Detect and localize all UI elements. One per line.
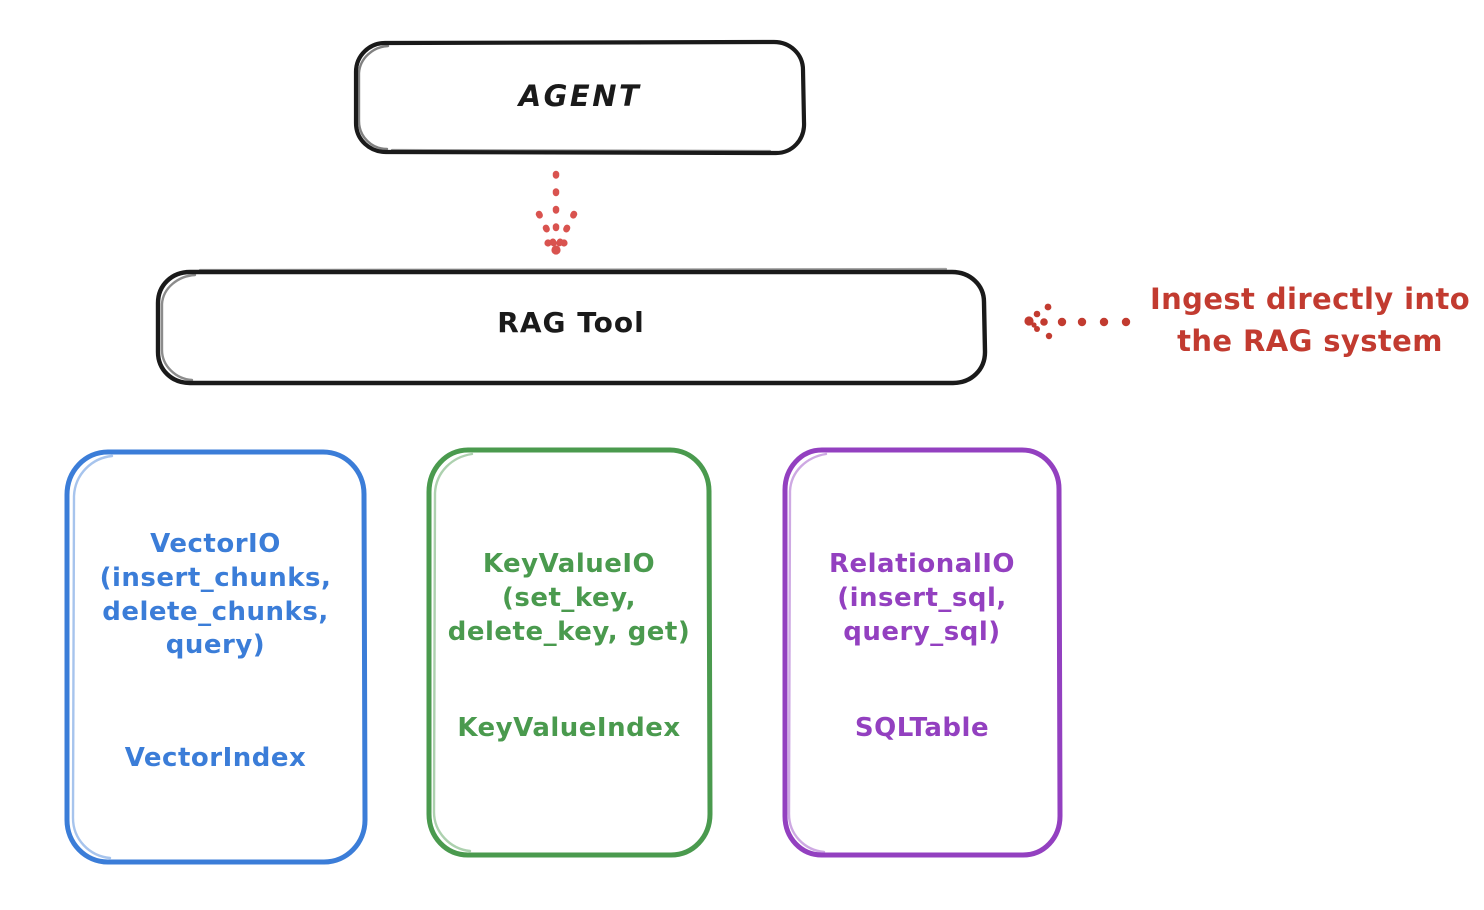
key-value-io-title-label: KeyValueIO (set_key, delete_key, get) [447,549,691,647]
agent-node-label: AGENT [518,79,642,113]
vector-index-label: VectorIndex [124,743,307,773]
key-value-index-label: KeyValueIndex [457,713,681,743]
ingest-pointer-arrow [1024,303,1131,340]
vector-io-title-label: VectorIO (insert_chunks, delete_chunks, … [99,529,332,661]
relational-io-node-shape[interactable] [782,447,1063,858]
agent-to-rag-connector-arrow [535,170,578,255]
ingest-annotation-label: Ingest directly into the RAG system [1149,282,1471,359]
key-value-io-node-shape[interactable] [426,447,713,858]
relational-io-title-label: RelationalIO (insert_sql, query_sql) [828,549,1016,647]
rag-tool-node-label: RAG Tool [497,306,645,339]
sql-table-label: SQLTable [854,713,990,743]
